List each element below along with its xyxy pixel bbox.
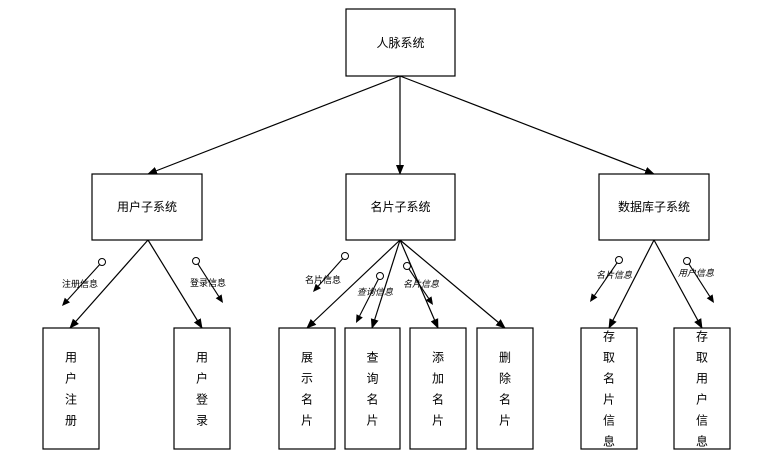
module-user-login-label: 用户登录: [196, 351, 208, 428]
flow-login-info: 登录信息: [190, 257, 226, 303]
connector-root-user: [147, 75, 401, 175]
module-store-user-info-label: 存取用户信息: [696, 330, 708, 449]
subsystem-card: 名片子系统: [345, 173, 456, 241]
module-query-card-box: [344, 327, 401, 450]
flow-register-info-origin-circle: [98, 258, 106, 266]
flow-store-card-info-line: [594, 262, 618, 296]
connector-card-show: [306, 239, 401, 329]
flow-login-info-origin-circle: [192, 257, 200, 265]
flow-login-info-arrowhead: [215, 294, 223, 303]
module-nodes: 用户注册 用户登录 展示名片 查询名片 添加名片 删除名片 存取名片信息 存取用户信息: [42, 327, 731, 450]
module-store-card-info: 存取名片信息: [580, 327, 638, 450]
module-user-register-box: [42, 327, 100, 450]
subsystem-db-box: [598, 173, 710, 241]
module-user-register-label: 用户注册: [65, 351, 77, 428]
flow-store-user-info-origin-circle: [683, 257, 691, 265]
flow-query-info: 查询信息: [356, 272, 393, 323]
flow-show-card-info-origin-circle: [341, 252, 349, 260]
connector-root-db: [399, 75, 655, 175]
connector-card-delete: [399, 239, 506, 329]
subsystem-user-box: [91, 173, 203, 241]
module-show-card-label: 展示名片: [301, 351, 313, 428]
root-box: [345, 8, 456, 77]
subsystem-card-label: 名片子系统: [370, 199, 430, 214]
flow-store-card-info: 名片信息: [590, 256, 632, 302]
flow-login-info-line: [197, 263, 220, 297]
flow-query-info-origin-circle: [376, 272, 384, 280]
module-delete-card-label: 删除名片: [499, 351, 511, 428]
flow-query-info-arrowhead: [356, 314, 363, 323]
connector-db-cardinfo: [608, 239, 655, 329]
flow-store-card-info-arrowhead: [590, 293, 598, 302]
data-flows: 注册信息登录信息名片信息查询信息名片信息名片信息用户信息: [62, 252, 714, 323]
flow-register-info-label: 注册信息: [62, 278, 98, 290]
connector-db-userinfo: [653, 239, 703, 329]
subsystem-user-label: 用户子系统: [117, 199, 177, 214]
module-user-login-box: [173, 327, 231, 450]
root-node: 人脉系统: [345, 8, 456, 77]
flow-show-card-info: 名片信息: [305, 252, 349, 292]
flow-store-user-info-label: 用户信息: [678, 268, 714, 279]
connector-lines: [69, 75, 703, 329]
connector-user-login: [147, 239, 203, 329]
subsystem-db-label: 数据库子系统: [618, 199, 690, 214]
module-show-card-box: [278, 327, 336, 450]
connector-user-register: [69, 239, 149, 329]
flow-add-card-info-arrowhead: [425, 296, 433, 305]
flow-add-card-info-label: 名片信息: [403, 279, 439, 290]
module-store-card-info-box: [580, 327, 638, 450]
flow-store-card-info-label: 名片信息: [596, 270, 632, 281]
flow-show-card-info-arrowhead: [313, 283, 321, 292]
flow-add-card-info: 名片信息: [403, 262, 439, 305]
flow-show-card-info-label: 名片信息: [305, 274, 341, 286]
module-store-user-info: 存取用户信息: [673, 327, 731, 450]
module-add-card: 添加名片: [409, 327, 467, 450]
flow-login-info-label: 登录信息: [190, 277, 226, 289]
module-show-card: 展示名片: [278, 327, 336, 450]
flow-show-card-info-line: [317, 258, 344, 287]
subsystem-user: 用户子系统: [91, 173, 203, 241]
flow-add-card-info-line: [408, 268, 430, 299]
flow-store-card-info-origin-circle: [615, 256, 623, 264]
module-add-card-label: 添加名片: [432, 351, 444, 428]
module-user-register: 用户注册: [42, 327, 100, 450]
module-query-card: 查询名片: [344, 327, 401, 450]
subsystem-card-box: [345, 173, 456, 241]
root-label: 人脉系统: [376, 35, 424, 50]
flow-query-info-line: [359, 278, 379, 317]
flow-store-user-info-arrowhead: [706, 294, 714, 303]
module-delete-card: 删除名片: [476, 327, 534, 450]
subsystem-db: 数据库子系统: [598, 173, 710, 241]
subsystem-nodes: 用户子系统 名片子系统 数据库子系统: [91, 173, 710, 241]
flow-add-card-info-origin-circle: [403, 262, 411, 270]
module-store-card-info-label: 存取名片信息: [603, 330, 615, 449]
flow-store-user-info: 用户信息: [678, 257, 714, 303]
module-user-login: 用户登录: [173, 327, 231, 450]
flow-register-info-arrowhead: [62, 297, 70, 306]
module-add-card-box: [409, 327, 467, 450]
module-delete-card-box: [476, 327, 534, 450]
module-query-card-label: 查询名片: [366, 351, 378, 428]
flow-register-info: 注册信息: [62, 258, 106, 306]
flow-query-info-label: 查询信息: [357, 287, 393, 298]
connector-card-query: [370, 239, 401, 329]
module-store-user-info-box: [673, 327, 731, 450]
flow-store-user-info-line: [688, 263, 711, 297]
flow-register-info-line: [66, 264, 101, 301]
